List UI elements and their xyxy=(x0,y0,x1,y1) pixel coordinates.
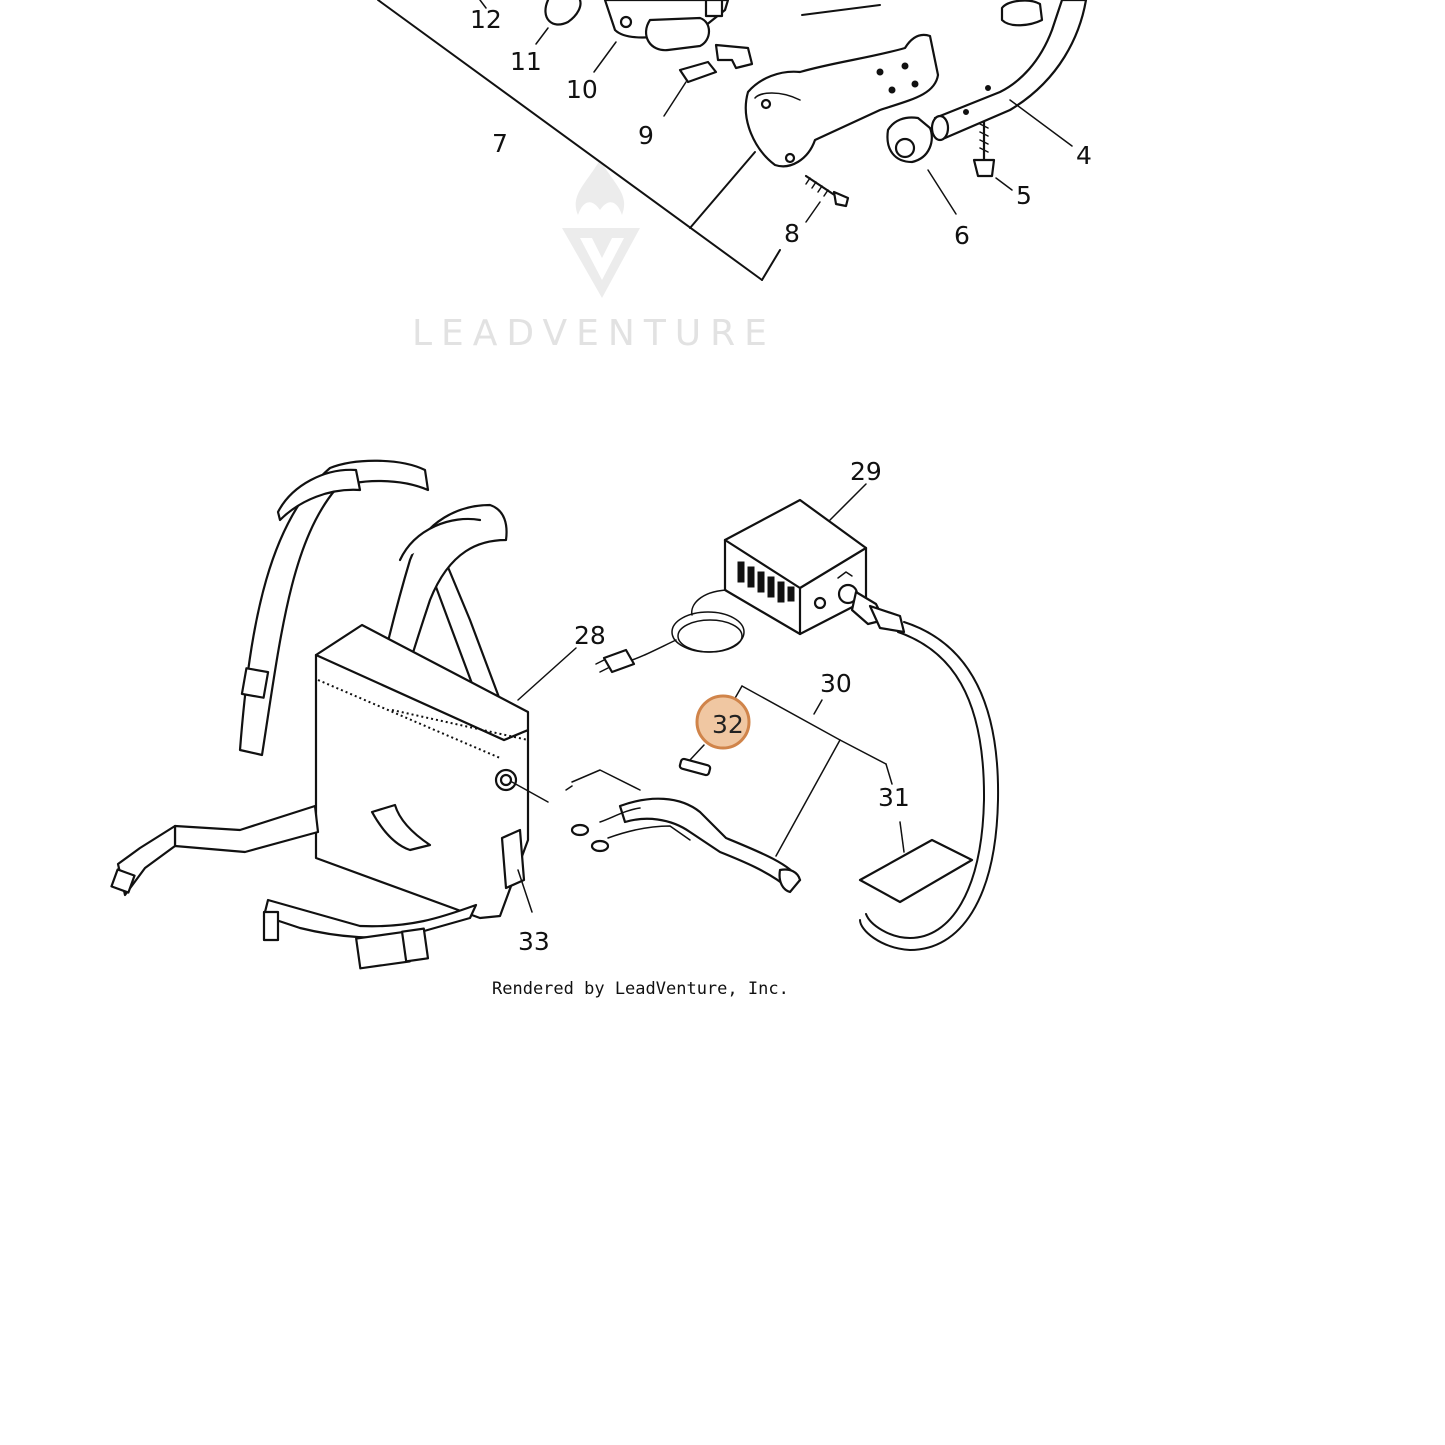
callout-32-highlighted[interactable]: 32 xyxy=(695,694,751,750)
charger-vents-icon xyxy=(737,561,795,603)
backpack-battery xyxy=(110,459,577,970)
callout-4[interactable]: 4 xyxy=(1076,141,1092,170)
callout-31[interactable]: 31 xyxy=(878,783,910,812)
lower-callouts: 29 28 30 31 33 32 xyxy=(518,457,910,956)
callout-28[interactable]: 28 xyxy=(574,621,606,650)
watermark-text: LEADVENTURE xyxy=(412,313,776,354)
callout-12[interactable]: 12 xyxy=(470,5,502,34)
callout-8[interactable]: 8 xyxy=(784,219,800,248)
callout-10[interactable]: 10 xyxy=(566,75,598,104)
callout-29[interactable]: 29 xyxy=(850,457,882,486)
callout-11[interactable]: 11 xyxy=(510,47,542,76)
charger xyxy=(595,483,1000,951)
charge-cable xyxy=(511,685,974,904)
flame-v-logo-icon xyxy=(562,160,640,298)
callout-30[interactable]: 30 xyxy=(820,669,852,698)
highlight-circle xyxy=(695,694,751,750)
watermark: LEADVENTURE xyxy=(412,160,776,354)
callout-33[interactable]: 33 xyxy=(518,927,550,956)
upper-assembly xyxy=(377,0,1088,281)
callout-6[interactable]: 6 xyxy=(954,221,970,250)
callout-7[interactable]: 7 xyxy=(492,129,508,158)
callout-32[interactable]: 32 xyxy=(712,710,744,739)
upper-callouts: 12 11 10 9 7 8 6 5 4 xyxy=(470,5,1092,250)
credit-text: Rendered by LeadVenture, Inc. xyxy=(492,979,789,999)
callout-5[interactable]: 5 xyxy=(1016,181,1032,210)
callout-9[interactable]: 9 xyxy=(638,121,654,150)
